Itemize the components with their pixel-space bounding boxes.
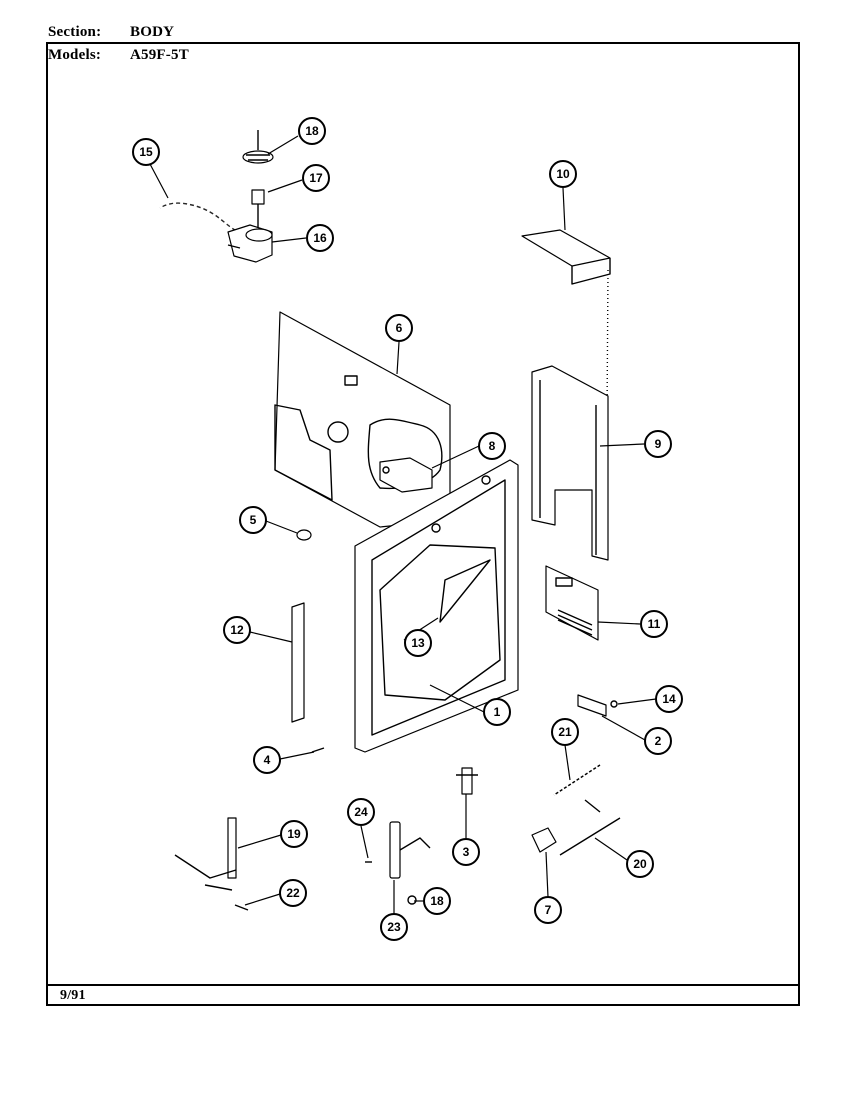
callout-8: 8: [478, 432, 506, 460]
callout-label: 1: [494, 705, 501, 719]
section-label: Section:: [48, 24, 102, 40]
callout-label: 20: [633, 857, 647, 871]
callout-label: 19: [287, 827, 301, 841]
pump-housing-part: [227, 224, 273, 263]
callout-label: 16: [313, 231, 327, 245]
callout-label: 23: [387, 920, 401, 934]
callout-1: 1: [483, 698, 511, 726]
section-value: BODY: [130, 24, 175, 40]
callout-label: 9: [655, 437, 662, 451]
spring-part: [553, 764, 601, 796]
callout-16: 16: [306, 224, 334, 252]
callout-13: 13: [404, 629, 432, 657]
callout-11: 11: [640, 610, 668, 638]
door-switch-part: [456, 767, 478, 795]
callout-label: 11: [648, 617, 661, 631]
lever-part: [174, 817, 237, 891]
top-bracket-part: [521, 229, 611, 561]
callout-3: 3: [452, 838, 480, 866]
callout-7: 7: [534, 896, 562, 924]
callout-24: 24: [347, 798, 375, 826]
callout-label: 18: [305, 124, 319, 138]
mount-bracket-part: [379, 457, 433, 493]
callout-18-top: 18: [298, 117, 326, 145]
callout-label: 8: [489, 439, 496, 453]
callout-label: 7: [545, 903, 552, 917]
footer-divider: [46, 984, 800, 986]
callout-label: 17: [309, 171, 323, 185]
callout-17: 17: [302, 164, 330, 192]
models-value: A59F-5T: [130, 47, 189, 63]
screws-part: [234, 747, 417, 911]
back-panel-part: [274, 311, 451, 528]
callout-10: 10: [549, 160, 577, 188]
callout-19: 19: [280, 820, 308, 848]
callout-15: 15: [132, 138, 160, 166]
pedal-part: [389, 821, 431, 879]
callout-6: 6: [385, 314, 413, 342]
access-plate-part: [545, 565, 599, 641]
coupling-part: [251, 189, 265, 228]
callout-21: 21: [551, 718, 579, 746]
callout-4: 4: [253, 746, 281, 774]
callout-label: 13: [411, 636, 425, 650]
drain-hose-part: [158, 201, 241, 234]
callout-label: 3: [463, 845, 470, 859]
callout-22: 22: [279, 879, 307, 907]
callout-label: 6: [396, 321, 403, 335]
callout-label: 22: [286, 886, 300, 900]
callout-label: 18: [430, 894, 444, 908]
callout-label: 4: [264, 753, 271, 767]
callout-label: 10: [556, 167, 570, 181]
callout-12: 12: [223, 616, 251, 644]
callout-label: 21: [558, 725, 572, 739]
rod-part: [559, 799, 621, 856]
side-panel-part: [531, 365, 609, 561]
callout-2: 2: [644, 727, 672, 755]
callout-label: 14: [662, 692, 676, 706]
grommet-part: [296, 529, 312, 541]
footer-date: 9/91: [60, 988, 86, 1003]
callout-18-bottom: 18: [423, 887, 451, 915]
callout-label: 2: [655, 734, 662, 748]
callout-label: 5: [250, 513, 257, 527]
pulley-gear-part: [242, 130, 274, 164]
callout-label: 15: [139, 145, 153, 159]
models-label: Models:: [48, 47, 102, 63]
callout-14: 14: [655, 685, 683, 713]
latch-part: [577, 694, 618, 717]
leader-lines: [149, 135, 657, 914]
side-strip-part: [291, 602, 305, 723]
callout-20: 20: [626, 850, 654, 878]
cabinet-frame-part: [354, 459, 519, 753]
clip-part: [531, 827, 557, 853]
diagram-frame: [46, 42, 800, 1006]
callout-9: 9: [644, 430, 672, 458]
callout-23: 23: [380, 913, 408, 941]
callout-5: 5: [239, 506, 267, 534]
callout-label: 24: [354, 805, 368, 819]
callout-label: 12: [230, 623, 244, 637]
